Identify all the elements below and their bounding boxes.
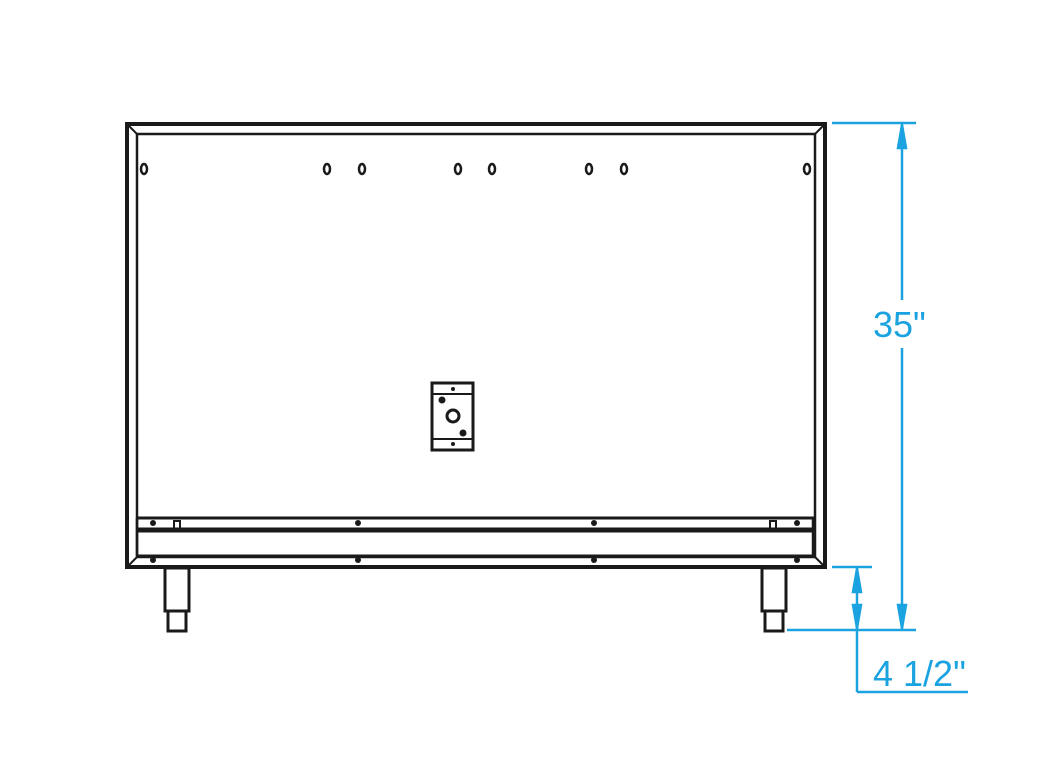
bottom-rail xyxy=(135,516,815,558)
leg-right xyxy=(760,566,788,633)
keyhole-icons xyxy=(139,162,812,176)
screw-icons xyxy=(150,520,800,563)
leg-left xyxy=(163,566,191,633)
height-label: 35" xyxy=(873,304,926,345)
leg-height-dimension xyxy=(832,565,968,694)
junction-box-plate-icon xyxy=(430,381,475,452)
leg-height-label: 4 1/2" xyxy=(873,653,966,694)
height-dimension xyxy=(787,121,916,632)
panel-frame xyxy=(125,122,827,569)
